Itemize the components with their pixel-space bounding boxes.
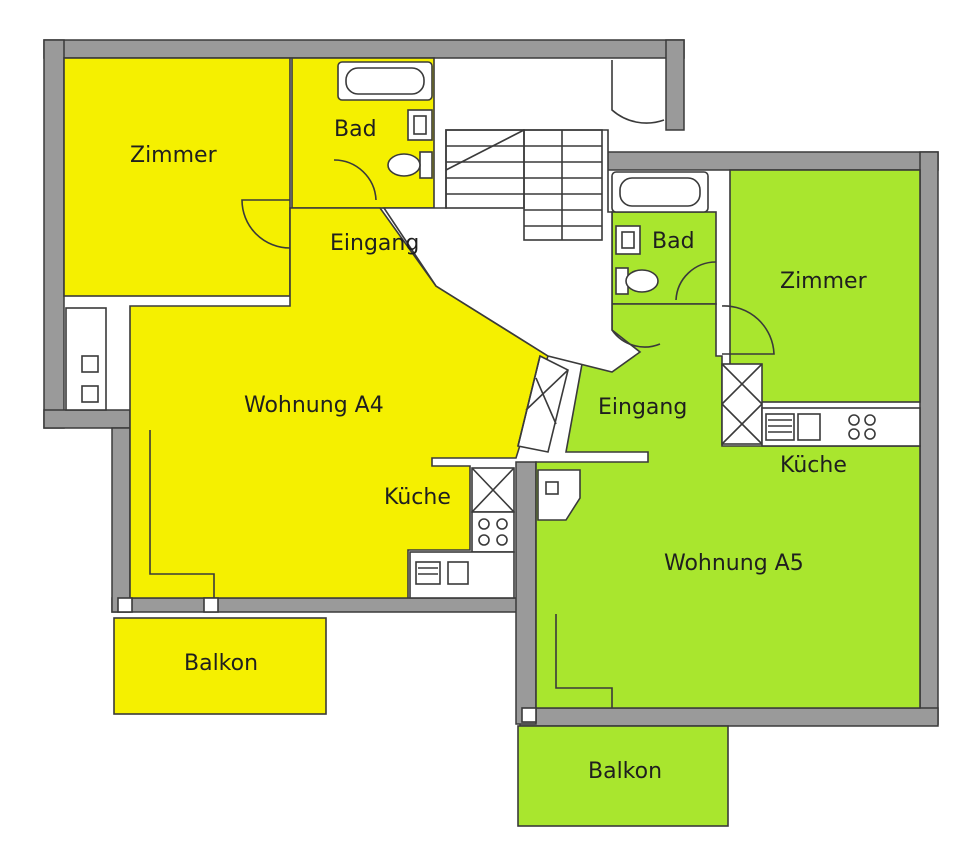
bathtub-icon — [337, 61, 433, 101]
bathtub-icon — [611, 171, 709, 213]
a4-zimmer-room — [63, 57, 291, 297]
outer-walls — [43, 39, 939, 727]
apartment-a4 — [63, 57, 549, 715]
stairs-icon — [445, 129, 603, 241]
a4-stove-icon — [471, 467, 515, 553]
a5-bad-door-icon — [675, 261, 717, 301]
a5-zimmer-door-icon — [721, 305, 775, 355]
a4-zimmer-door-icon — [241, 199, 291, 249]
a4-kueche-label: Küche — [384, 485, 451, 510]
a4-wohnung-label: Wohnung A4 — [244, 393, 384, 418]
a5-wardrobe-icon — [721, 363, 763, 445]
a5-bad-label: Bad — [652, 229, 695, 254]
a4-kitchen-sink-icon — [409, 551, 515, 599]
a5-cabinet-icon — [537, 469, 581, 521]
sink-icon — [615, 225, 641, 255]
a5-kitchen-counter-icon — [761, 407, 921, 447]
a5-kueche-label: Küche — [780, 453, 847, 478]
a4-bad-door-icon — [333, 159, 377, 201]
stairwell — [382, 60, 665, 373]
a4-balkon — [113, 617, 327, 715]
toilet-icon — [387, 151, 433, 179]
a5-eingang-label: Eingang — [598, 395, 687, 420]
a4-bad-label: Bad — [334, 117, 377, 142]
a4-zimmer-label: Zimmer — [130, 143, 218, 168]
a5-entrance-door-icon — [611, 329, 661, 348]
a5-balkon — [517, 725, 729, 827]
a5-lower-cabinet-icon — [521, 614, 613, 723]
a4-storage-icon — [65, 307, 107, 411]
a5-zimmer-label: Zimmer — [780, 269, 868, 294]
toilet-icon — [615, 267, 659, 295]
a5-balkon-label: Balkon — [588, 759, 662, 784]
a4-balkon-label: Balkon — [184, 651, 258, 676]
a5-wohnung-label: Wohnung A5 — [664, 551, 804, 576]
entrance-door-icon — [611, 60, 665, 124]
a4-wardrobe-icon — [517, 354, 569, 453]
sink-icon — [407, 109, 433, 141]
a4-cabinet-icon — [117, 430, 219, 613]
a4-eingang-label: Eingang — [330, 231, 419, 256]
